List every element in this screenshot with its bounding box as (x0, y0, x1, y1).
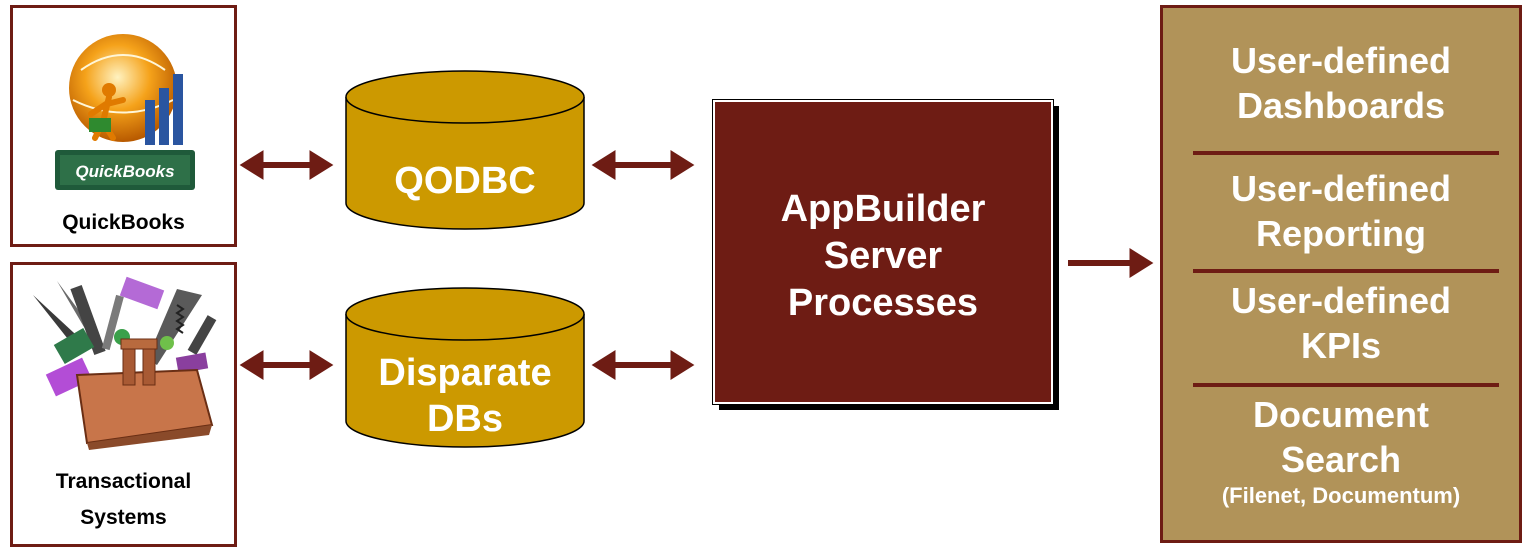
transactional-label-line2: Systems (80, 506, 167, 529)
output-document-search-line2: Search (1280, 439, 1402, 480)
output-dashboards-line2: Dashboards (1236, 85, 1446, 126)
transactional-label-line1: Transactional (55, 470, 192, 493)
output-document-search-line1: Document (1252, 394, 1429, 435)
qodbc-database-cylinder (345, 70, 585, 230)
quickbooks-logo-icon: QuickBooks (55, 34, 195, 190)
output-kpis-line2: KPIs (1300, 325, 1382, 366)
outputs-panel: User-defined Dashboards User-defined Rep… (1160, 5, 1522, 543)
quickbooks-label: QuickBooks (62, 211, 185, 234)
output-reporting-line1: User-defined (1230, 168, 1452, 209)
appbuilder-server-box: AppBuilder Server Processes (712, 99, 1054, 405)
output-reporting-line2: Reporting (1256, 213, 1426, 254)
disparate-label-line1: Disparate (378, 352, 552, 394)
qodbc-label: QODBC (394, 160, 536, 202)
output-dashboards-line1: User-defined (1230, 40, 1452, 81)
server-label-line2: Server (823, 235, 943, 277)
output-reporting: User-defined Reporting (1163, 166, 1519, 256)
output-kpis: User-defined KPIs (1163, 278, 1519, 368)
server-label-line3: Processes (787, 282, 979, 324)
output-kpis-line1: User-defined (1230, 280, 1452, 321)
server-label: AppBuilder Server Processes (715, 186, 1051, 327)
output-divider (1193, 151, 1499, 155)
transactional-systems-box: Transactional Systems (10, 262, 237, 547)
output-document-search-line3: (Filenet, Documentum) (1221, 483, 1461, 508)
disparate-label-line2: DBs (426, 398, 504, 440)
quickbooks-source-box: QuickBooks QuickBooks (10, 5, 237, 247)
quickbooks-logo-text: QuickBooks (75, 162, 174, 181)
output-document-search: Document Search (Filenet, Documentum) (1163, 392, 1519, 510)
output-divider (1193, 383, 1499, 387)
output-dashboards: User-defined Dashboards (1163, 38, 1519, 128)
output-divider (1193, 269, 1499, 273)
server-label-line1: AppBuilder (780, 188, 986, 230)
disparate-database-cylinder (345, 287, 585, 448)
toolbox-icon (33, 276, 217, 450)
